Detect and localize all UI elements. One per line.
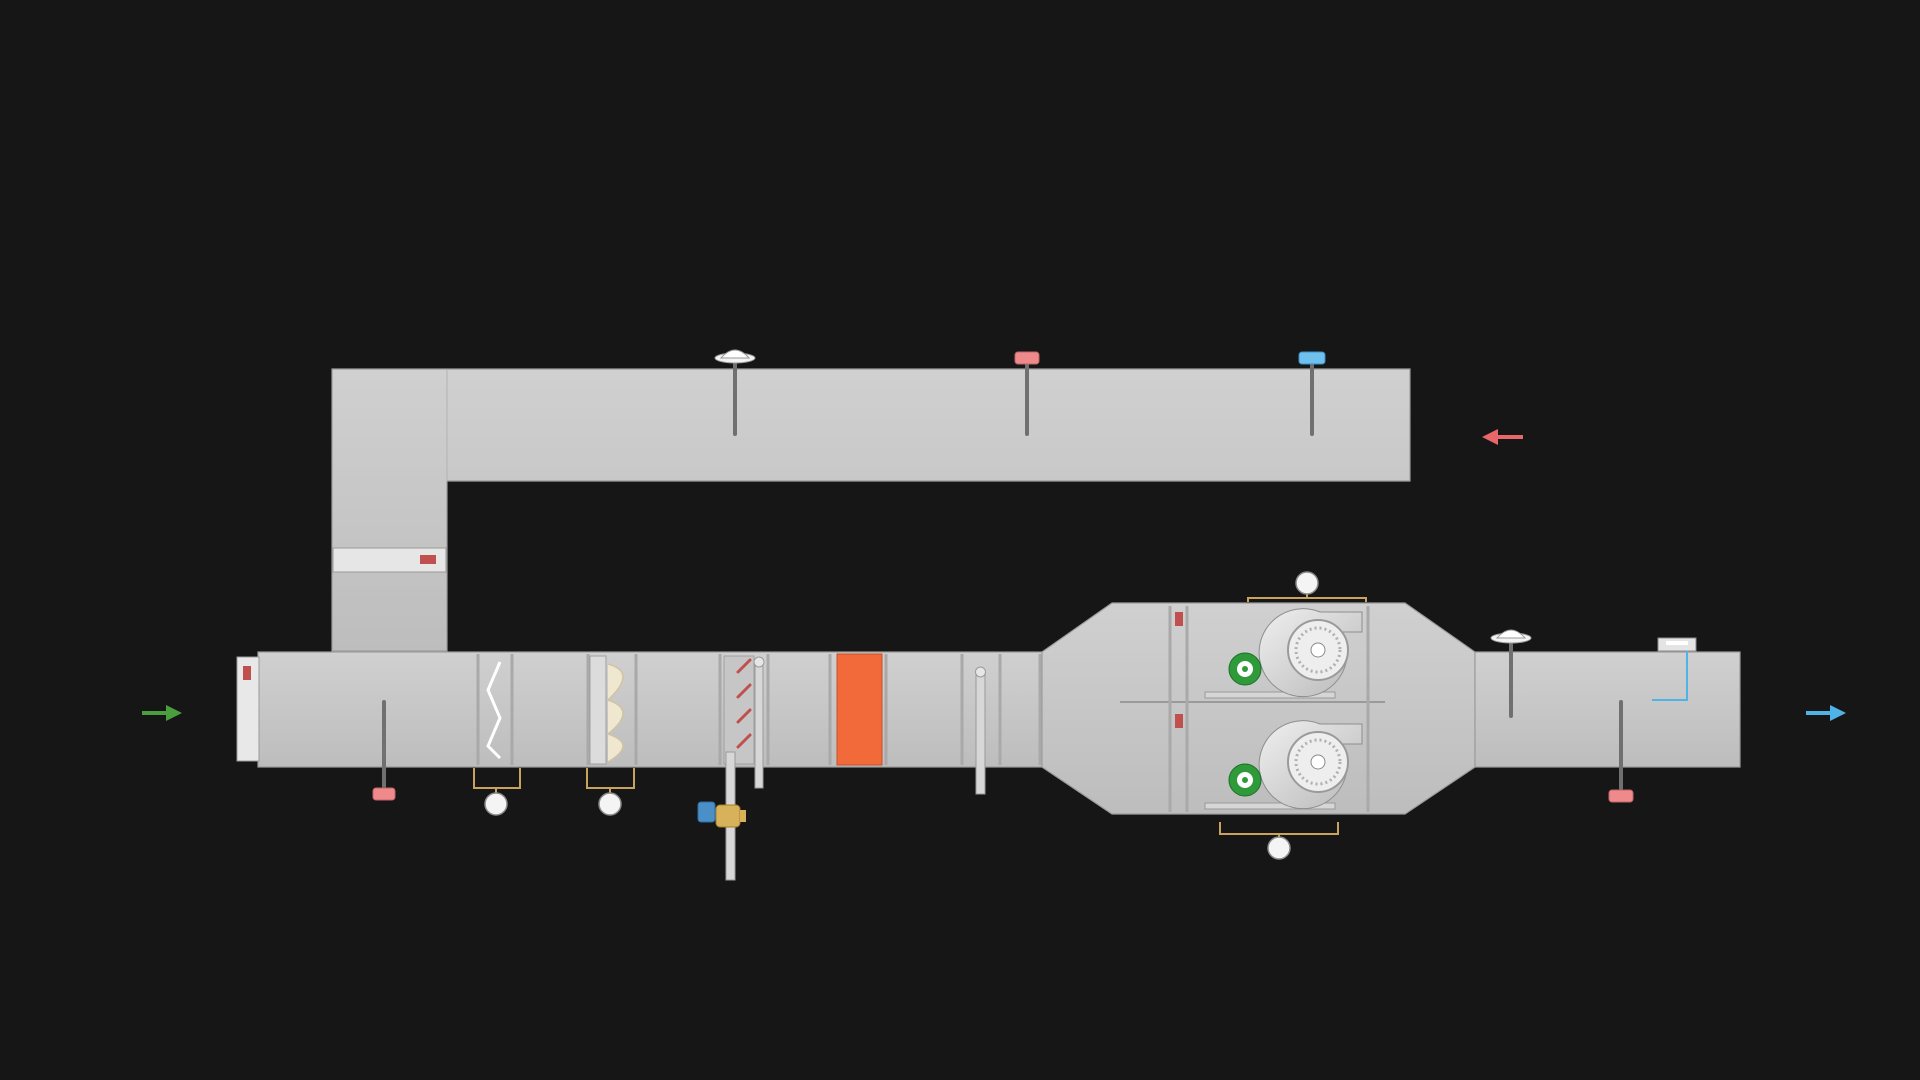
smoke-detector (1490, 629, 1532, 718)
temperature-sensor (1608, 700, 1634, 803)
supply-fan-1 (1204, 608, 1363, 699)
section-dividers (476, 654, 1042, 765)
return-air-duct (331, 368, 1411, 652)
supply-air-arrow (1806, 705, 1846, 721)
fan-motor-1 (1228, 652, 1262, 686)
return-air-arrow (1482, 429, 1523, 445)
supply-fan-2 (1204, 720, 1363, 810)
smoke-detector (714, 349, 756, 436)
fan-motor-2 (1228, 763, 1262, 797)
fresh-air-inlet-arrow (142, 705, 182, 721)
humidity-sensor (1298, 351, 1326, 436)
chilled-water-valve (697, 751, 746, 881)
bag-filter (589, 655, 624, 765)
air-flow-switch (1219, 822, 1339, 860)
heating-coil (836, 653, 883, 766)
temperature-sensor (1014, 351, 1040, 436)
differential-pressure-switch (586, 768, 635, 816)
fan-section (1120, 606, 1385, 812)
cooling-coil (723, 655, 765, 789)
static-pressure-sensor (1652, 637, 1697, 701)
air-flow-switch (1247, 571, 1367, 602)
temperature-sensor (372, 700, 396, 801)
fresh-air-damper (236, 656, 260, 762)
pre-filter (486, 661, 502, 760)
mixing-damper (332, 547, 447, 573)
humidifier (975, 666, 986, 795)
differential-pressure-switch (473, 768, 521, 816)
